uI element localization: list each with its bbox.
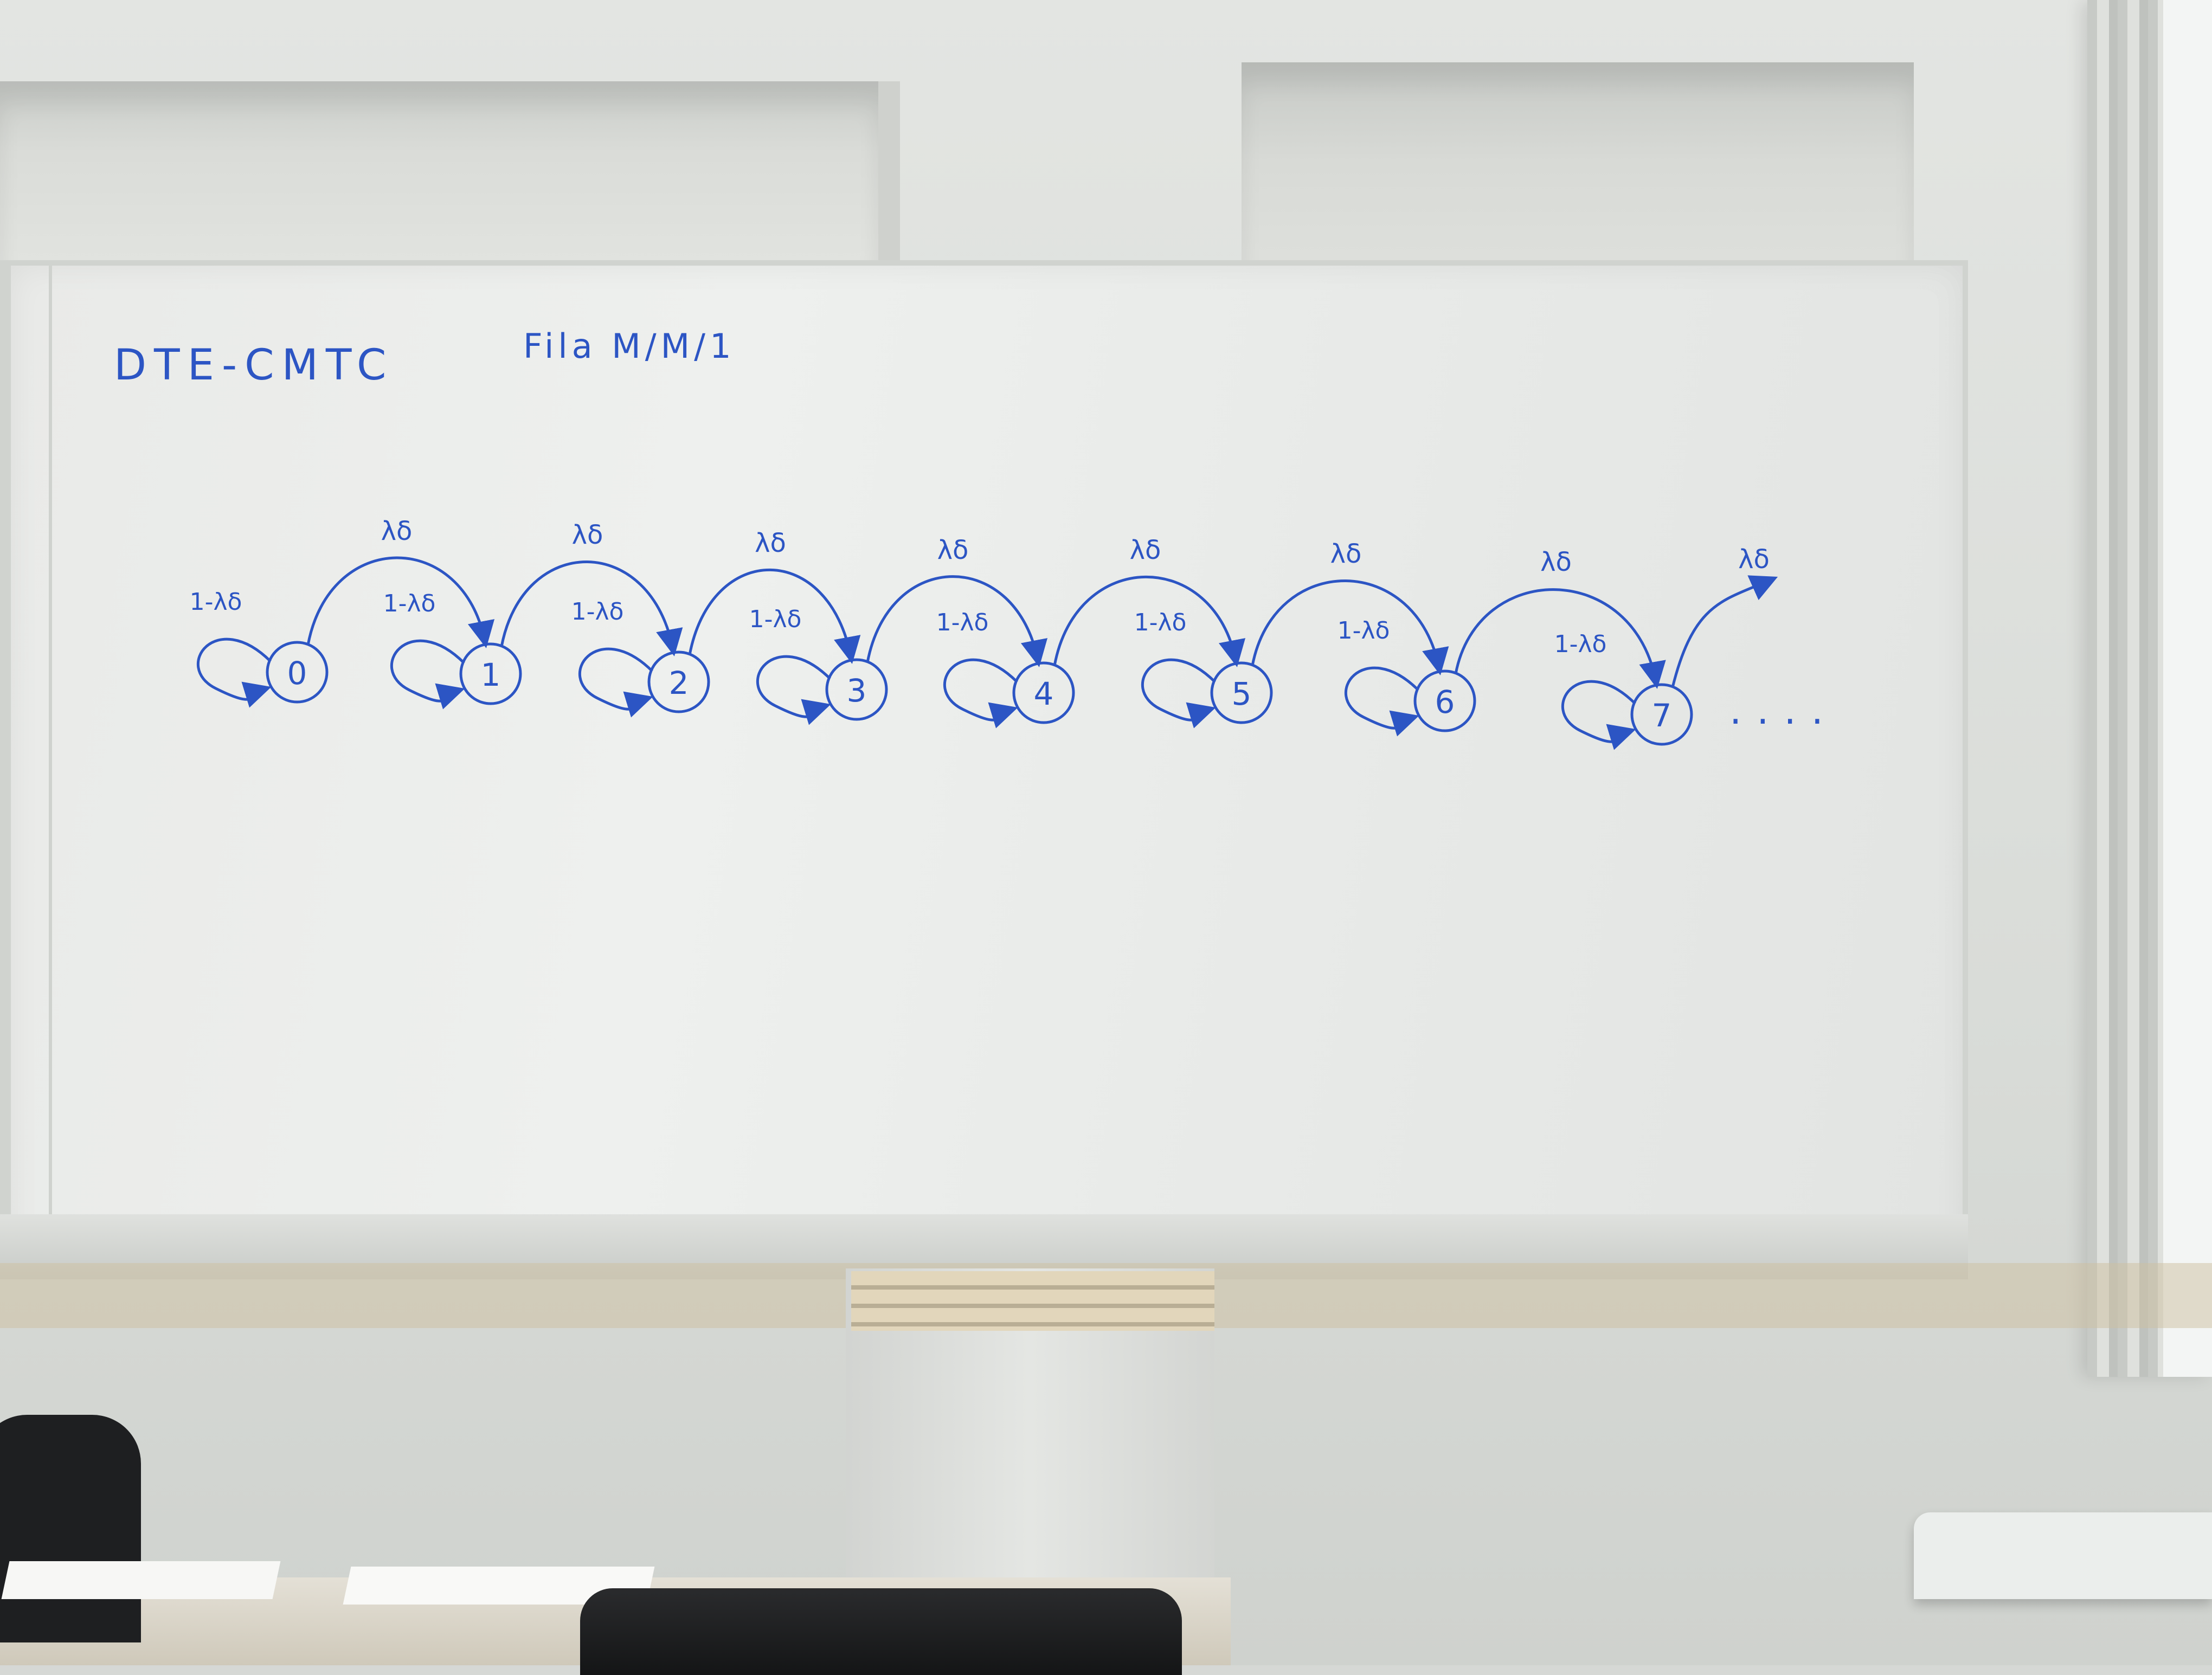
air-vent	[851, 1271, 1214, 1331]
paper-stack	[1, 1561, 281, 1599]
whiteboard-edge-line	[49, 266, 52, 1214]
window	[2163, 0, 2212, 1377]
office-chair	[0, 1415, 141, 1642]
wall-niche-left	[0, 81, 900, 260]
whiteboard	[11, 266, 1963, 1274]
projector	[580, 1588, 1182, 1675]
student-desk	[1914, 1512, 2212, 1599]
